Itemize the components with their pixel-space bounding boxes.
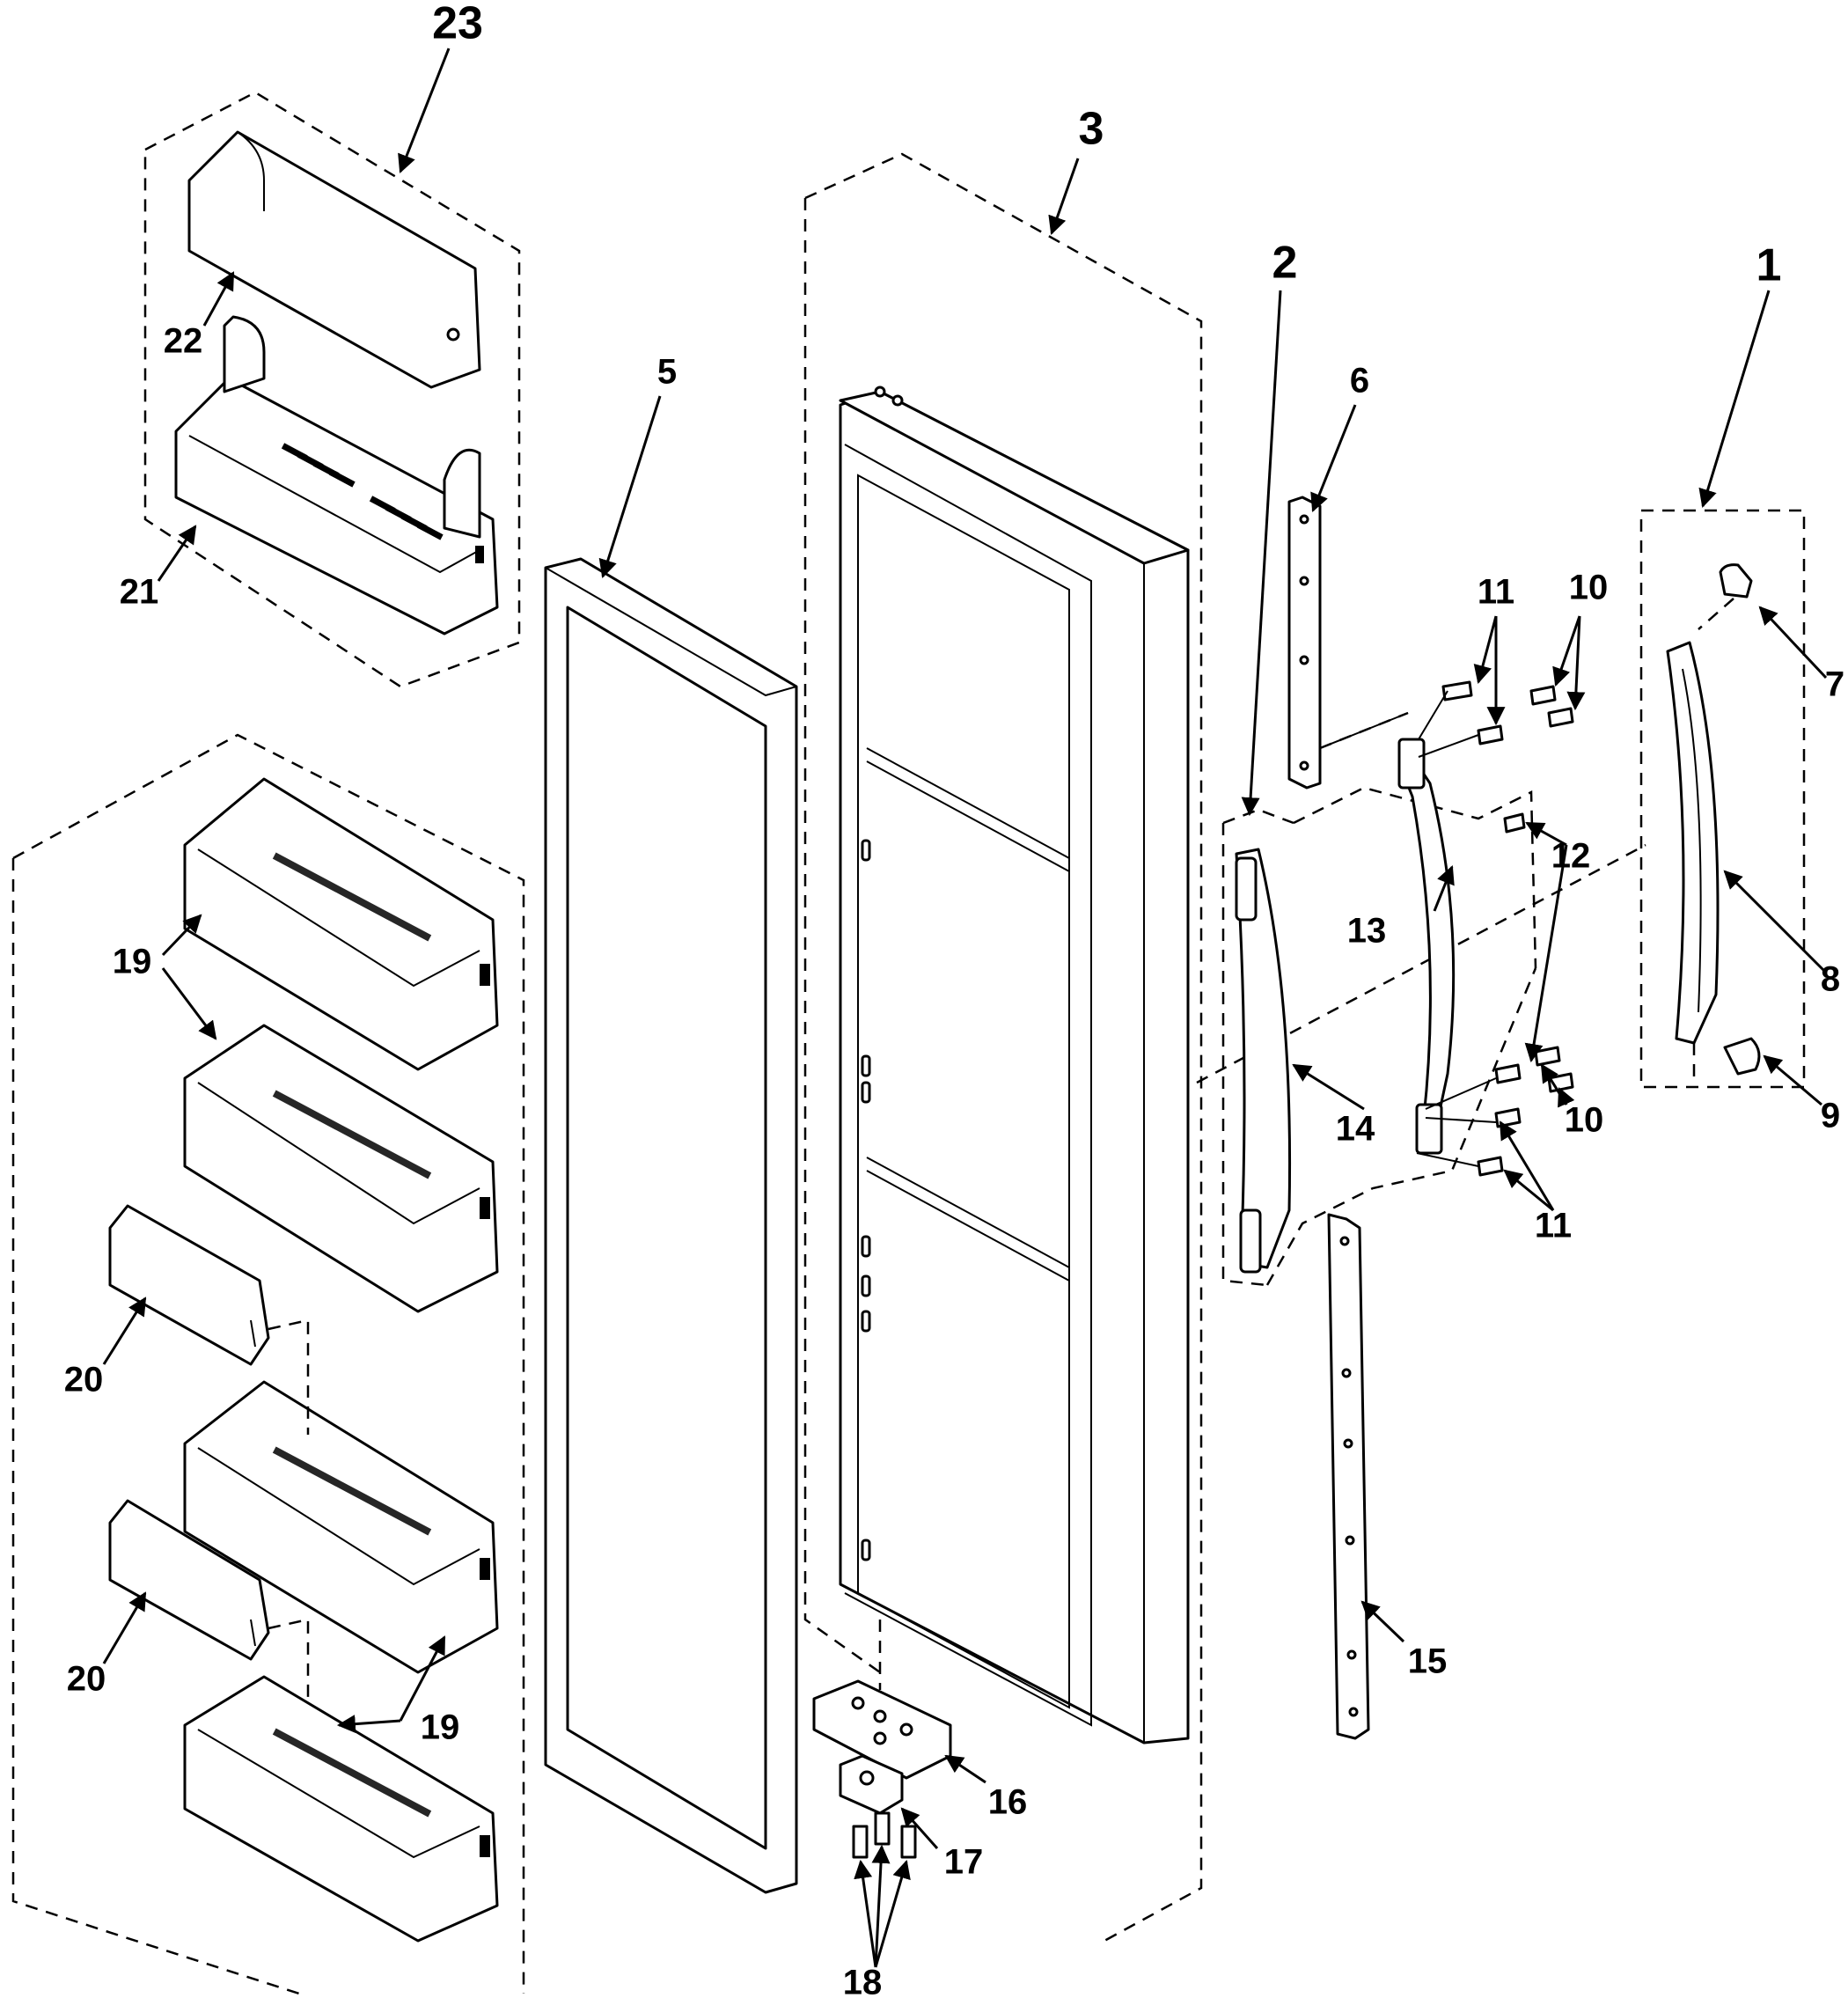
shelf-19-fourth: [183, 1675, 499, 1943]
shelf-19-first: [183, 777, 499, 1071]
group-1-outline: [1639, 509, 1806, 1089]
clip-9: [1723, 1037, 1761, 1076]
callout-21: 21: [120, 573, 159, 612]
callout-6: 6: [1350, 362, 1369, 400]
callout-16: 16: [988, 1783, 1028, 1822]
callout-10-lower: 10: [1565, 1101, 1604, 1140]
screws-lower: [1477, 1046, 1574, 1177]
callout-1: 1: [1756, 240, 1782, 291]
callout-19-lower: 19: [421, 1708, 460, 1747]
group-3-outline: [803, 152, 1203, 1943]
handle-14: [1235, 848, 1292, 1274]
screw-axes: [1319, 690, 1497, 1167]
callout-11-upper: 11: [1478, 573, 1514, 612]
group-23-outline: [143, 91, 521, 688]
screws-upper: [1441, 680, 1574, 834]
callout-5: 5: [657, 353, 677, 392]
group-2-link-top: [1293, 786, 1537, 969]
callout-19-upper: 19: [113, 943, 152, 981]
cover-20-lower: [108, 1499, 270, 1661]
callout-13: 13: [1347, 912, 1387, 951]
bracket-17: [839, 1754, 904, 1815]
callout-20-lower: 20: [67, 1660, 106, 1699]
screws-18: [852, 1811, 917, 1859]
callout-17: 17: [944, 1843, 984, 1882]
door-3: [839, 386, 1190, 1745]
group-shelves-outline: [11, 733, 525, 1995]
callout-12: 12: [1551, 837, 1591, 876]
callout-3: 3: [1079, 104, 1104, 155]
shelf-19-third: [183, 1380, 499, 1674]
cover-20-upper: [108, 1204, 270, 1366]
callout-labels: 23 22 21 3 5 2 6 1 7 8 9 11 10 12 13 14 …: [64, 0, 1844, 1998]
callout-8: 8: [1821, 960, 1840, 999]
callout-15: 15: [1408, 1642, 1448, 1681]
group-2-outline: [1221, 808, 1294, 1287]
callout-2: 2: [1272, 238, 1298, 289]
callout-14: 14: [1336, 1110, 1375, 1149]
leader-lines: [102, 48, 1828, 1968]
callout-11-lower: 11: [1535, 1207, 1572, 1245]
cover-20-lower-axis: [268, 1618, 310, 1699]
cap-6: [1287, 496, 1322, 790]
part-1-axis: [1692, 598, 1734, 1083]
callout-7: 7: [1825, 665, 1844, 704]
bin-21-slots: [281, 443, 444, 540]
callout-9: 9: [1821, 1097, 1840, 1135]
callout-20-upper: 20: [64, 1361, 104, 1399]
cover-22: [187, 130, 481, 389]
gasket-5: [544, 557, 798, 1894]
cap-15: [1327, 1213, 1370, 1740]
bracket-13: [1397, 738, 1456, 1155]
callout-10-upper: 10: [1569, 569, 1609, 607]
handle-8: [1666, 641, 1720, 1045]
group-2-link-bottom: [1265, 967, 1537, 1286]
cover-20-upper-axis: [268, 1319, 310, 1435]
clip-7: [1719, 563, 1753, 599]
callout-23: 23: [432, 0, 483, 49]
callout-18: 18: [843, 1964, 883, 1998]
shelf-19-second: [183, 1024, 499, 1313]
bin-21: [174, 315, 499, 635]
callout-22: 22: [164, 322, 203, 361]
